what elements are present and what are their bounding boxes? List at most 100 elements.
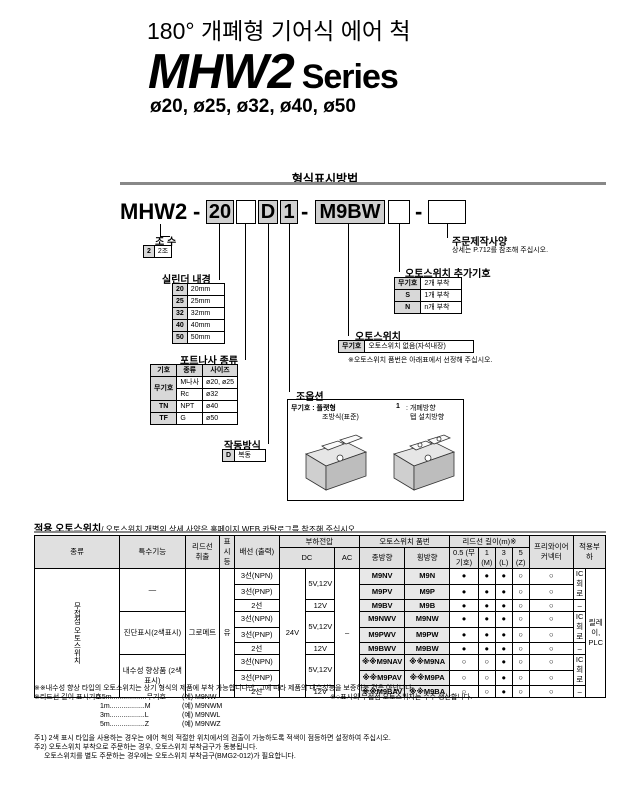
qty-code: N [393, 301, 422, 314]
model-box-option: 1 [280, 200, 298, 224]
bore-code: 32 [172, 307, 188, 320]
len-5: ○ [511, 654, 530, 671]
col-horizontal: 횡방향 [404, 547, 451, 569]
len-05: ● [449, 642, 479, 655]
port-type: Rc [176, 388, 204, 401]
prewire: ○ [528, 568, 574, 585]
lead-cell: 그로메트 [184, 568, 221, 698]
model-horizontal: ※※M9NA [404, 654, 451, 671]
model-box-bore: 20 [206, 200, 234, 224]
model-vertical: M9BV [358, 599, 406, 612]
len-1: ● [477, 568, 496, 585]
option-b-label: 1 [396, 403, 400, 410]
qty-code: S [393, 289, 422, 302]
model-horizontal: M9B [404, 599, 451, 612]
len-3: ● [494, 583, 513, 600]
jaws-desc: 2조 [153, 245, 173, 258]
table-title: 적용 오토스위치/ 오토스위치 개별의 상세 사양은 홈페이지 WEB 카탈로그… [34, 520, 357, 535]
len-05: ● [449, 599, 479, 612]
prewire: ○ [528, 611, 574, 628]
option-title: 조옵션 [296, 392, 324, 403]
len-5: ○ [511, 568, 530, 585]
wiring-cell: 2선 [234, 685, 280, 698]
port-type: M나사 [176, 376, 204, 389]
port-head: 종류 [176, 364, 204, 377]
load-dash: – [572, 642, 587, 655]
col-wiring: 배선 (출력) [234, 535, 280, 569]
len-5: ○ [511, 626, 530, 643]
table-divider [34, 531, 606, 533]
leader-made [447, 224, 448, 238]
port-size: ø50 [202, 412, 239, 425]
model-prefix: MHW2 [120, 199, 188, 224]
note-water: ※※내수성 향상 타입의 오토스위치는 상기 형식의 제품에 부착 가능합니다만… [34, 685, 414, 692]
bore-desc: 50mm [186, 331, 225, 344]
series-label: Series [301, 58, 399, 96]
port-head: 기호 [149, 364, 178, 377]
prewire: ○ [528, 626, 574, 643]
dc-cell: 12V [305, 642, 336, 655]
type-cell: 무접점 오토스위치 [34, 568, 120, 698]
len-3: ● [494, 654, 513, 671]
jaws-title: 조 수 [155, 237, 177, 248]
note-lead-05-ex: (예) M9NW [182, 694, 217, 701]
note-lead-3: 3m..................L [100, 712, 149, 719]
bore-title: 실린더 내경 [162, 275, 211, 286]
col-dc: DC [278, 547, 336, 569]
model-vertical: ※※M9BAV [358, 685, 406, 698]
switch-note: ※오토스위치 품번은 아래표에서 선정해 주십시오. [348, 357, 493, 364]
model-box-qty [388, 200, 410, 224]
bore-desc: 25mm [186, 295, 225, 308]
note-made-order: ※○표시의 무접점 오토스위치는 수주 생산합니다. [330, 694, 473, 701]
col-lead-length: 리드선 길이(m)※ [449, 535, 530, 548]
option-box: 무기호 : 플랫형 조방식(표준) 1 : 개폐방향 탭 설치방향 [287, 399, 464, 501]
model-horizontal: M9PW [404, 626, 451, 643]
leader-jaws-h [160, 236, 170, 237]
switch-spec-table: 종류 특수기능 리드선 취출 표시등 배선 (출력) 부하전압 오토스위치 품번… [34, 535, 607, 698]
switch-title: 오토스위치 [355, 332, 401, 343]
load-relay: 릴레이, PLC [585, 568, 606, 698]
qty-code: 무기호 [393, 277, 422, 290]
len-3: ● [494, 568, 513, 585]
port-type: G [176, 412, 204, 425]
len-05: ○ [449, 654, 479, 671]
note-lead-1: 1m..................M [100, 703, 151, 710]
col-indicator: 표시등 [219, 535, 236, 569]
ac-cell: – [334, 568, 360, 698]
note-lead-5-ex: (예) M9NWZ [182, 721, 221, 728]
len-05: ● [449, 568, 479, 585]
bore-code: 50 [172, 331, 188, 344]
switch-desc: 오토스위치 없음(자석내장) [364, 340, 475, 353]
product-subtitle: 180° 개폐형 기어식 에어 척 [147, 18, 411, 44]
port-size: ø40 [202, 400, 239, 413]
indicator-cell: 유 [219, 568, 236, 698]
wiring-cell: 3선(PNP) [234, 626, 280, 643]
load-ic: IC회로 [572, 654, 587, 686]
switch-code: 무기호 [337, 340, 366, 353]
col-prewire: 프리와이어 커넥터 [528, 535, 574, 569]
port-code: 무기호 [149, 376, 178, 401]
footnote-1: 주1) 2색 표시 타입을 사용하는 경우는 에어 척의 적절한 위치에서의 검… [34, 735, 391, 742]
table-title-text: 적용 오토스위치 [34, 524, 102, 535]
col-model: 오토스위치 품번 [358, 535, 451, 548]
len-1: ○ [477, 685, 496, 698]
prewire: ○ [528, 599, 574, 612]
bore-desc: 32mm [186, 307, 225, 320]
made-note: 상세는 P.712를 참조해 주십시오. [452, 247, 549, 254]
model-dash-1: - [193, 199, 201, 224]
prewire: ○ [528, 642, 574, 655]
model-box-action: D [258, 200, 278, 224]
model-horizontal: ※※M9BA [404, 685, 451, 698]
len-1: ● [477, 611, 496, 628]
qty-title: 오토스위치 추가기호 [405, 269, 491, 280]
footnote-2: 주2) 오토스위치 부착으로 주문하는 경우, 오토스위치 부착금구가 동봉됩니… [34, 744, 258, 751]
model-box-thread [236, 200, 256, 224]
function-cell: 내수성 향상품 (2색표시) [119, 654, 186, 698]
qty-desc: 1개 부착 [420, 289, 463, 302]
